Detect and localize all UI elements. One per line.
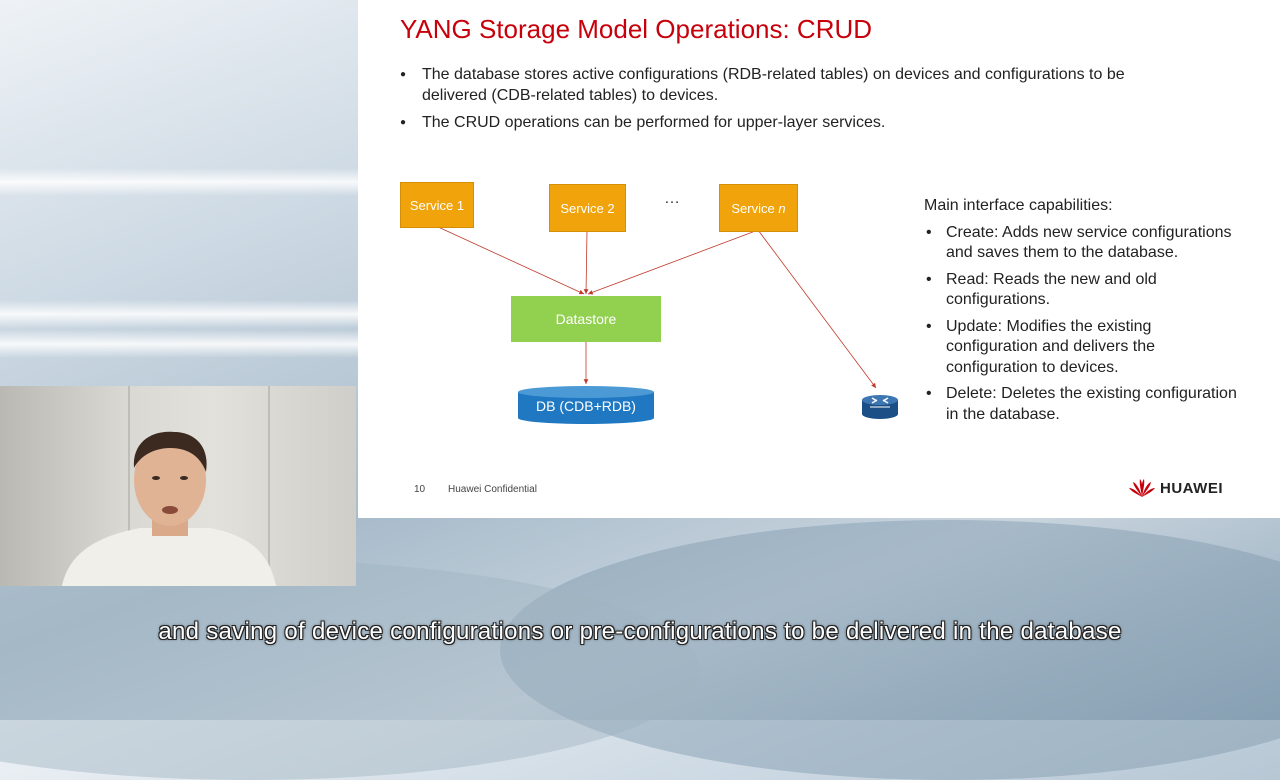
- bullet-item: The database stores active configuration…: [398, 64, 1178, 106]
- presenter-avatar: [62, 431, 276, 586]
- wall-panel-line: [268, 386, 270, 586]
- router-icon: [862, 395, 898, 419]
- capability-item: Delete: Deletes the existing configurati…: [924, 384, 1244, 425]
- arrow-servicen-datastore: [587, 229, 759, 295]
- datastore-box: Datastore: [511, 296, 661, 342]
- confidential-label: Huawei Confidential: [448, 484, 537, 495]
- arrow-servicen-device: [757, 229, 877, 389]
- huawei-logo: HUAWEI: [1128, 478, 1223, 498]
- background-streak: [0, 300, 360, 328]
- page-number: 10: [414, 484, 426, 495]
- diagram-connectors: [435, 225, 877, 389]
- logo-text: HUAWEI: [1160, 479, 1223, 497]
- capability-item: Create: Adds new service configurations …: [924, 223, 1244, 264]
- slide-title: YANG Storage Model Operations: CRUD: [400, 14, 873, 44]
- service-2-box: Service 2: [549, 184, 626, 232]
- capabilities-panel: Main interface capabilities: Create: Add…: [924, 196, 1244, 431]
- arrow-service2-datastore: [583, 229, 589, 295]
- arrow-service1-datastore: [435, 225, 585, 295]
- service-1-box: Service 1: [400, 182, 474, 228]
- background-streak: [0, 330, 360, 358]
- capabilities-heading: Main interface capabilities:: [924, 197, 1113, 214]
- wall-panel-line: [128, 386, 130, 586]
- capability-item: Read: Reads the new and old configuratio…: [924, 270, 1244, 311]
- background-streak: [0, 168, 360, 196]
- bullet-list: The database stores active configuration…: [398, 64, 1178, 139]
- service-n-box: Service n: [719, 184, 798, 232]
- capability-item: Update: Modifies the existing configurat…: [924, 317, 1244, 379]
- service-n-index: n: [778, 200, 786, 216]
- bullet-item: The CRUD operations can be performed for…: [398, 112, 1178, 133]
- capabilities-list: Create: Adds new service configurations …: [924, 223, 1244, 426]
- ellipsis-text: …: [664, 190, 680, 207]
- presentation-slide: YANG Storage Model Operations: CRUD The …: [358, 0, 1280, 518]
- service-n-label: Service: [731, 200, 775, 216]
- database-label: DB (CDB+RDB): [536, 398, 636, 414]
- huawei-flower-icon: [1129, 479, 1155, 497]
- video-subtitle: and saving of device configurations or p…: [158, 618, 1122, 645]
- webcam-video: [0, 386, 356, 586]
- database-cylinder-icon: [518, 386, 654, 424]
